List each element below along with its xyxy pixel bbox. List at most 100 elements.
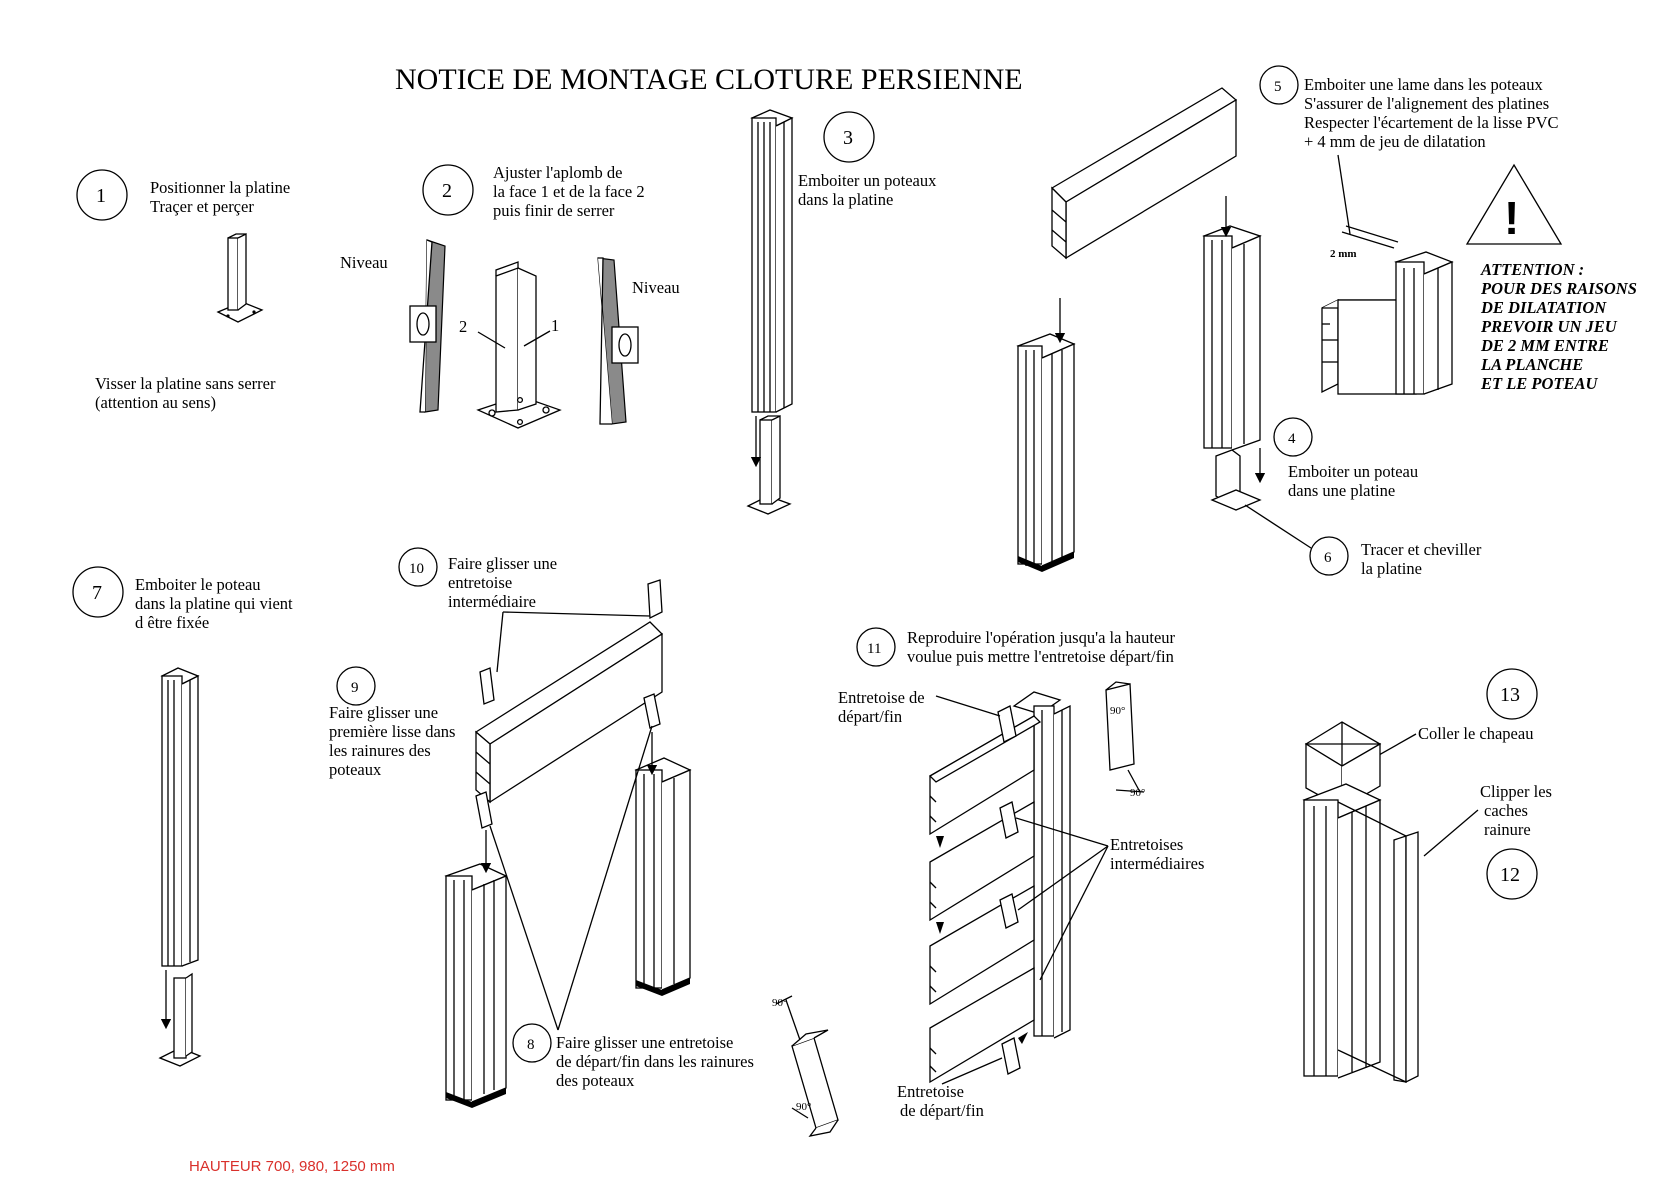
step-10-circle [398,547,438,587]
step-5-circle [1259,65,1299,105]
step-4-number: 4 [1288,431,1296,447]
step-1-text-1: Positionner la platine [150,178,290,197]
step-6: 6 Tracer et cheviller la platine [1244,504,1482,578]
spacer-label-mid-2: intermédiaires [1110,854,1204,873]
warning-line-6: LA PLANCHE [1480,355,1583,374]
step-12-text-1: Clipper les [1480,782,1552,801]
spacer-label-bottom-2: de départ/fin [900,1101,984,1120]
step-9: 9 Faire glisser une première lisse dans … [329,666,455,779]
step-1-number: 1 [96,185,106,207]
step-8: 8 Faire glisser une entretoise de départ… [512,995,839,1137]
level-label-left: Niveau [340,253,388,272]
step-5-text-4: + 4 mm de jeu de dilatation [1304,132,1486,151]
step-10-text-1: Faire glisser une [448,554,557,573]
face-1-label: 1 [551,316,559,335]
step-9-text-2: première lisse dans [329,722,455,741]
step-4-text-2: dans une platine [1288,481,1395,500]
step-9-text-1: Faire glisser une [329,703,438,722]
step-1: 1 Positionner la platine Traçer et perçe… [76,169,290,412]
angle-mark-1: 90° [772,997,787,1009]
step-1-note-2: (attention au sens) [95,393,216,412]
warning-triangle-icon [1465,163,1563,245]
step-4-text-1: Emboiter un poteau [1288,462,1418,481]
step-10: 10 Faire glisser une entretoise interméd… [398,547,557,611]
step-7-text-2: dans la platine qui vient [135,594,293,613]
step-9-circle [336,666,376,706]
step-8-text-3: des poteaux [556,1071,635,1090]
spacer-detail-drawing [775,995,839,1137]
warning-line-4: PREVOIR UN JEU [1480,317,1618,336]
step-2: 2 Ajuster l'aplomb de la face 1 et de la… [340,163,680,429]
step-13-circle [1486,668,1538,720]
step-2-text-1: Ajuster l'aplomb de [493,163,622,182]
warning-line-5: DE 2 MM ENTRE [1480,336,1609,355]
spacer-label-mid-1: Entretoises [1110,835,1183,854]
spacer-label-bottom-1: Entretoise [897,1082,964,1101]
step-2-text-3: puis finir de serrer [493,201,615,220]
step-12: 12 Clipper les caches rainure [1302,721,1552,1084]
step-5-text-2: S'assurer de l'alignement des platines [1304,94,1549,113]
step-3-post-drawing [746,109,794,515]
step-2-text-2: la face 1 et de la face 2 [493,182,645,201]
step-6-text-2: la platine [1361,559,1422,578]
step-7-post-drawing [158,667,202,1067]
spirit-level-right [597,257,639,425]
step-6-number: 6 [1324,550,1332,566]
step-9-text-4: poteaux [329,760,382,779]
warning-line-1: ATTENTION : [1480,260,1584,279]
step-7-circle [72,566,124,618]
step-1-post-plate-drawing [216,232,264,323]
step-13-text-1: Coller le chapeau [1418,724,1533,743]
step-13: 13 Coller le chapeau [1355,668,1538,769]
stacked-slats-drawing [928,681,1145,1085]
step-9-text-3: les rainures des [329,741,431,760]
step-7-number: 7 [92,582,102,604]
angle-mark-3: 90° [1110,705,1125,717]
step-8-number: 8 [527,1037,535,1053]
step-11-text-2: voulue puis mettre l'entretoise départ/f… [907,647,1174,666]
step-6-circle [1309,536,1349,576]
step-9-10-drawing [444,579,692,1108]
step-5: 5 Emboiter une lame dans les poteaux S'a… [1016,65,1559,572]
warning-symbol: ! [1504,192,1519,244]
warning-line-7: ET LE POTEAU [1480,374,1599,393]
step-5-right-post-drawing [1202,196,1266,511]
step-1-text-2: Traçer et perçer [150,197,254,216]
step-5-text-3: Respecter l'écartement de la lisse PVC [1304,113,1559,132]
face-2-label: 2 [459,317,467,336]
step-1-note-1: Visser la platine sans serrer [95,374,276,393]
step-8-circle [512,1023,552,1063]
step-10-text-3: intermédiaire [448,592,536,611]
step-8-text-1: Faire glisser une entretoise [556,1033,733,1052]
pvc-slat-drawing [1050,87,1238,260]
step-3-text-2: dans la platine [798,190,893,209]
step-11-text-1: Reproduire l'opération jusqu'a la hauteu… [907,628,1176,647]
step-11-number: 11 [867,641,881,657]
dilatation-detail-drawing [1321,154,1454,395]
step-12-circle [1486,848,1538,900]
step-2-number: 2 [442,180,452,202]
step-3-circle [823,111,875,163]
step-7: 7 Emboiter le poteau dans la platine qui… [72,566,293,1067]
step-7-text-1: Emboiter le poteau [135,575,261,594]
step-2-post-drawing [476,261,562,429]
step-3: 3 Emboiter un poteaux dans la platine [746,109,937,515]
step-10-number: 10 [409,561,424,577]
level-label-right: Niveau [632,278,680,297]
step-6-text-1: Tracer et cheviller [1361,540,1482,559]
warning-line-2: POUR DES RAISONS [1480,279,1637,298]
step-8-text-2: de départ/fin dans les rainures [556,1052,754,1071]
step-11-circle [856,627,896,667]
step-7-text-3: d être fixée [135,613,209,632]
cap-and-covers-drawing [1302,721,1419,1084]
warning-line-3: DE DILATATION [1480,298,1607,317]
angle-mark-4: 90° [1130,787,1145,799]
step-5-text-1: Emboiter une lame dans les poteaux [1304,75,1543,94]
step-5-left-post-drawing [1016,298,1076,572]
step-9-number: 9 [351,680,359,696]
step-12-text-2: caches [1484,801,1528,820]
step-5-number: 5 [1274,79,1282,95]
step-11: 11 Reproduire l'opération jusqu'a la hau… [838,627,1204,1120]
angle-mark-2: 90° [796,1101,811,1113]
